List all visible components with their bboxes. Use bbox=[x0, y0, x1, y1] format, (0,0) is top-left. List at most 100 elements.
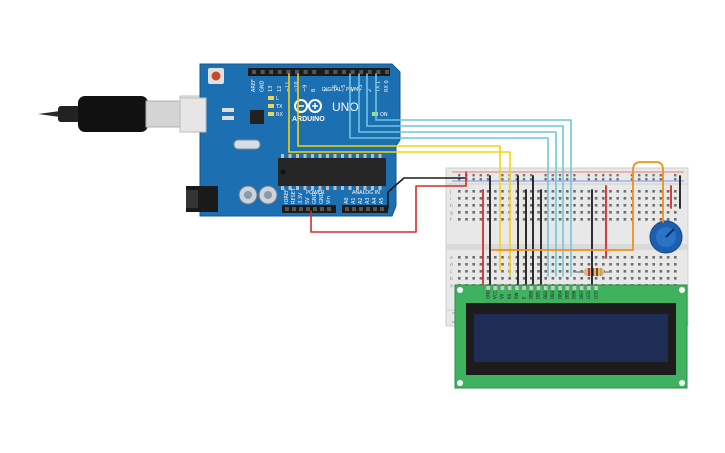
on-label: ON bbox=[380, 112, 388, 118]
lcd-pin[interactable] bbox=[486, 286, 490, 290]
l-label: L bbox=[276, 96, 279, 102]
header-pin[interactable] bbox=[295, 70, 299, 74]
header-pin[interactable] bbox=[269, 70, 274, 74]
analog-pin[interactable] bbox=[373, 207, 377, 211]
lcd-pin-label: E bbox=[521, 296, 526, 299]
reset-button-cap bbox=[211, 71, 221, 81]
power-pin-label: 3.3V bbox=[298, 192, 304, 204]
digital-pin-label: 13 bbox=[268, 86, 274, 92]
power-pin[interactable] bbox=[320, 207, 324, 211]
wire bbox=[366, 73, 564, 277]
power-pin-label: GND bbox=[312, 192, 318, 204]
digital-pin-label: 7 bbox=[324, 89, 330, 92]
lcd-pin[interactable] bbox=[579, 286, 584, 290]
lcd-pin-label: DB0 bbox=[529, 290, 534, 299]
breadboard-row-label: a bbox=[450, 284, 453, 289]
lcd-pin-label: DB3 bbox=[550, 290, 555, 299]
lcd-pin[interactable] bbox=[493, 286, 498, 290]
digital-pin-label: ~9 bbox=[303, 85, 309, 92]
header-pin[interactable] bbox=[367, 70, 372, 74]
analog-pin[interactable] bbox=[380, 207, 384, 211]
header-pin[interactable] bbox=[312, 70, 317, 74]
power-pin-label: 5V bbox=[305, 197, 311, 204]
analog-pin[interactable] bbox=[366, 207, 370, 211]
digital-header-strip bbox=[248, 68, 390, 76]
power-pin[interactable] bbox=[299, 207, 303, 211]
potentiometer[interactable] bbox=[649, 220, 683, 254]
power-pin-label: GND bbox=[319, 192, 325, 204]
breadboard-row-label: g bbox=[450, 211, 453, 216]
lcd-pin[interactable] bbox=[536, 286, 541, 290]
breadboard-row-label: h bbox=[450, 203, 453, 209]
power-pin[interactable] bbox=[285, 207, 289, 211]
wire bbox=[387, 177, 467, 209]
wire bbox=[297, 73, 501, 271]
power-pin-label: RESET bbox=[291, 187, 297, 204]
wire bbox=[491, 161, 664, 251]
header-pin[interactable] bbox=[260, 70, 265, 74]
header-pin[interactable] bbox=[277, 70, 282, 74]
header-pin[interactable] bbox=[376, 70, 381, 74]
breadboard-row-label: f bbox=[450, 217, 452, 223]
breadboard-row-label: b bbox=[450, 276, 453, 282]
led-on-icon bbox=[372, 112, 378, 116]
header-pin[interactable] bbox=[385, 70, 389, 74]
power-pin[interactable] bbox=[292, 207, 296, 211]
digital-pin-label: 4 bbox=[350, 89, 356, 92]
breadboard-row-label: c bbox=[450, 270, 453, 275]
arduino-logo-icon bbox=[294, 99, 322, 113]
lcd-pin-label: RW bbox=[514, 292, 519, 299]
tx-label: TX bbox=[275, 104, 283, 110]
usb-port bbox=[179, 97, 207, 133]
analog-pin[interactable] bbox=[345, 207, 349, 211]
header-pin[interactable] bbox=[359, 70, 364, 74]
lcd-pin[interactable] bbox=[565, 286, 570, 290]
header-pin[interactable] bbox=[333, 70, 338, 74]
power-header-label: POWER bbox=[306, 190, 325, 196]
lcd-pin[interactable] bbox=[500, 286, 505, 290]
digital-pin-label: TX 1 bbox=[375, 81, 381, 93]
lcd-pin[interactable] bbox=[515, 286, 519, 290]
header-pin[interactable] bbox=[286, 70, 291, 74]
digital-pin-label: GND bbox=[260, 80, 266, 92]
model-label: UNO bbox=[332, 100, 359, 114]
header-pin[interactable] bbox=[324, 70, 329, 74]
power-pin[interactable] bbox=[327, 207, 331, 211]
power-pin[interactable] bbox=[313, 207, 317, 211]
lcd-pin[interactable] bbox=[572, 286, 577, 290]
lcd-pin[interactable] bbox=[558, 286, 562, 290]
lcd-pin[interactable] bbox=[529, 286, 534, 290]
header-pin[interactable] bbox=[342, 70, 346, 74]
lcd-pin[interactable] bbox=[507, 286, 512, 290]
header-pin[interactable] bbox=[350, 70, 355, 74]
wire bbox=[310, 171, 467, 233]
lcd-pin[interactable] bbox=[543, 286, 548, 290]
lcd-pin-label: LED bbox=[586, 291, 591, 299]
lcd-pin[interactable] bbox=[522, 286, 526, 290]
analog-header-strip bbox=[342, 205, 388, 213]
analog-pin[interactable] bbox=[359, 207, 363, 211]
pwm-header: PWM~ bbox=[346, 87, 362, 93]
header-pin[interactable] bbox=[303, 70, 308, 74]
lcd-pin-label: RS bbox=[507, 293, 512, 299]
wire bbox=[349, 73, 549, 277]
lcd-pin[interactable] bbox=[551, 286, 555, 290]
wire bbox=[358, 73, 557, 277]
lcd-pin-label: DB2 bbox=[543, 290, 548, 299]
analog-pin[interactable] bbox=[352, 207, 356, 211]
digital-pin-label: AREF bbox=[251, 79, 257, 92]
header-pin[interactable] bbox=[252, 70, 256, 74]
wires bbox=[288, 73, 681, 285]
power-pin[interactable] bbox=[306, 207, 310, 211]
brand-label: ARDUINO bbox=[292, 116, 325, 123]
lcd-pin[interactable] bbox=[587, 286, 591, 290]
lcd-pin[interactable] bbox=[594, 286, 598, 290]
resistor bbox=[576, 268, 612, 276]
wire bbox=[288, 73, 511, 277]
analog-header-label: ANALOG IN bbox=[352, 190, 380, 196]
power-pin-label: Vin bbox=[326, 196, 332, 204]
digital-pin-label: ~5 bbox=[341, 85, 347, 92]
digital-pin-label: ~6 bbox=[332, 85, 338, 92]
lcd-pin-label: VCC bbox=[493, 290, 498, 299]
